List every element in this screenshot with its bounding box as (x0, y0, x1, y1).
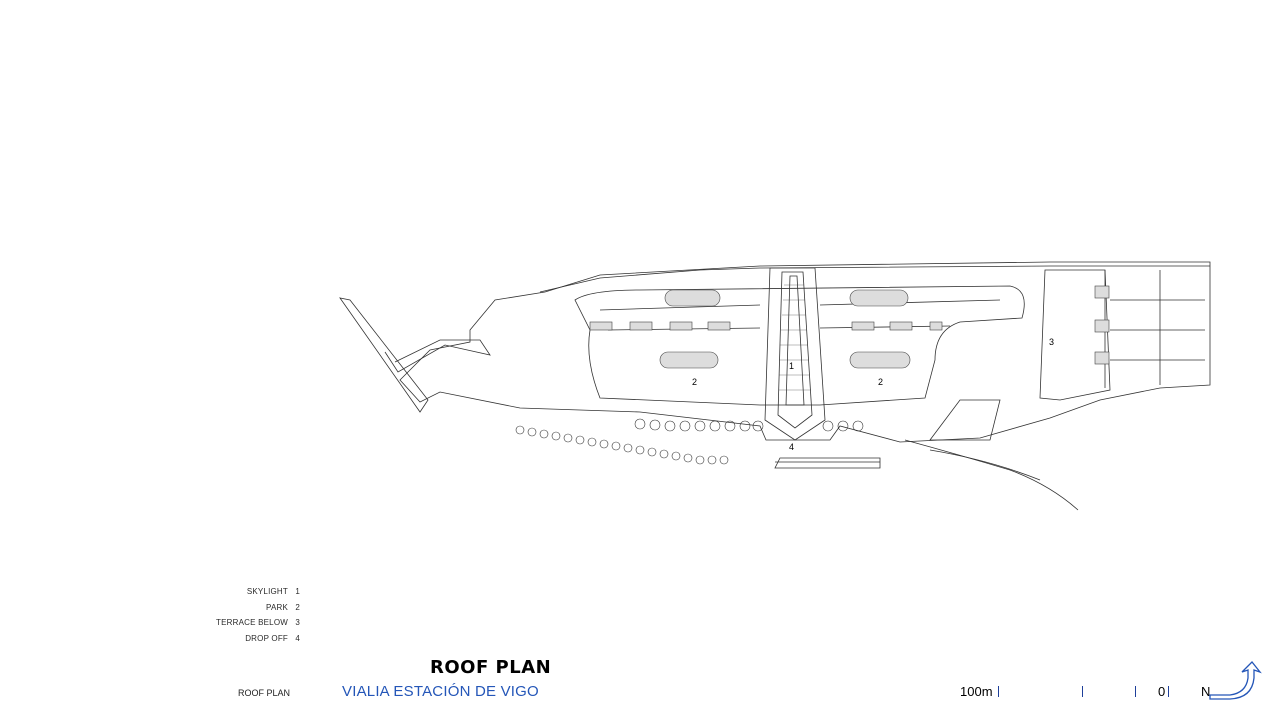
drawing-title: ROOF PLAN (430, 657, 552, 678)
scale-tick (1135, 686, 1136, 697)
legend-label: PARK (266, 602, 288, 612)
plan-label-dropoff: 4 (789, 442, 794, 452)
legend-label: DROP OFF (245, 633, 288, 643)
legend: SKYLIGHT 1 PARK 2 TERRACE BELOW 3 DROP O… (150, 584, 300, 646)
legend-label: TERRACE BELOW (216, 618, 288, 628)
legend-item: PARK 2 (150, 600, 300, 616)
west-access (384, 339, 491, 373)
north-arrow-icon (1209, 661, 1262, 700)
north-label: N (1201, 684, 1211, 699)
park-ring (574, 285, 1025, 406)
plan-label-terrace: 3 (1049, 337, 1054, 347)
site-road (904, 439, 1079, 511)
plan-label-park-east: 2 (878, 377, 883, 387)
legend-item: DROP OFF 4 (150, 631, 300, 647)
skylight (764, 267, 826, 441)
legend-number: 3 (295, 618, 300, 628)
scale-tick (1168, 686, 1169, 697)
building-outline (399, 261, 1211, 443)
legend-label: SKYLIGHT (246, 587, 288, 597)
scale-label-max: 100m (960, 684, 993, 699)
scale-tick (1082, 686, 1083, 697)
tree-row (515, 418, 864, 465)
project-name: VIALIA ESTACIÓN DE VIGO (342, 683, 539, 700)
plan-label-skylight: 1 (789, 361, 794, 371)
scale-tick (998, 686, 999, 697)
terrace-block (1039, 269, 1111, 401)
legend-number: 4 (295, 633, 300, 643)
legend-item: SKYLIGHT 1 (150, 584, 300, 600)
roof-edge (539, 265, 1210, 293)
scale-label-zero: 0 (1158, 684, 1166, 699)
west-ramp (339, 297, 429, 413)
legend-item: TERRACE BELOW 3 (150, 615, 300, 631)
legend-number: 1 (295, 587, 300, 597)
plan-label-park-west: 2 (692, 377, 697, 387)
sheet-label: ROOF PLAN (238, 688, 291, 698)
legend-number: 2 (295, 602, 300, 612)
